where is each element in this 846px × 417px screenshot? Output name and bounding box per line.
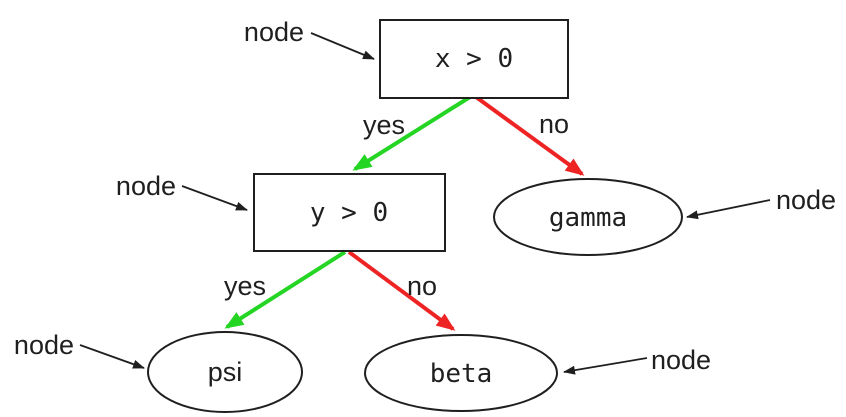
psi-node-ellipse xyxy=(147,331,303,413)
edge-label-yes-top: yes xyxy=(363,110,405,140)
root-node-label: x > 0 xyxy=(435,44,513,74)
edge-label-yes-bottom: yes xyxy=(224,271,266,301)
callout-label-beta: node xyxy=(651,345,711,375)
edge-label-no-top: no xyxy=(539,109,569,139)
callout-label-left-child: node xyxy=(116,171,176,201)
callout-arrow-root xyxy=(310,32,375,60)
callout-arrow-left-child xyxy=(181,185,248,211)
left-child-node-label: y > 0 xyxy=(310,198,388,228)
callout-label-psi: node xyxy=(14,330,74,360)
edge-left-no xyxy=(347,250,456,331)
gamma-node-ellipse xyxy=(493,178,683,256)
edge-root-yes xyxy=(352,95,472,171)
callout-arrow-psi xyxy=(79,344,145,369)
beta-node-label: beta xyxy=(430,359,493,389)
edge-root-no xyxy=(474,95,585,176)
gamma-node-label: gamma xyxy=(549,203,627,233)
edge-left-yes xyxy=(224,250,347,329)
left-child-node-box xyxy=(253,173,446,252)
callout-arrow-gamma xyxy=(686,199,771,220)
callout-label-root: node xyxy=(244,17,304,47)
edge-label-no-bottom: no xyxy=(407,271,437,301)
psi-node-label: psi xyxy=(208,357,243,387)
beta-node-ellipse xyxy=(364,334,558,412)
root-node-box xyxy=(379,19,569,99)
callout-label-gamma: node xyxy=(776,185,836,215)
callout-arrow-beta xyxy=(563,357,648,375)
